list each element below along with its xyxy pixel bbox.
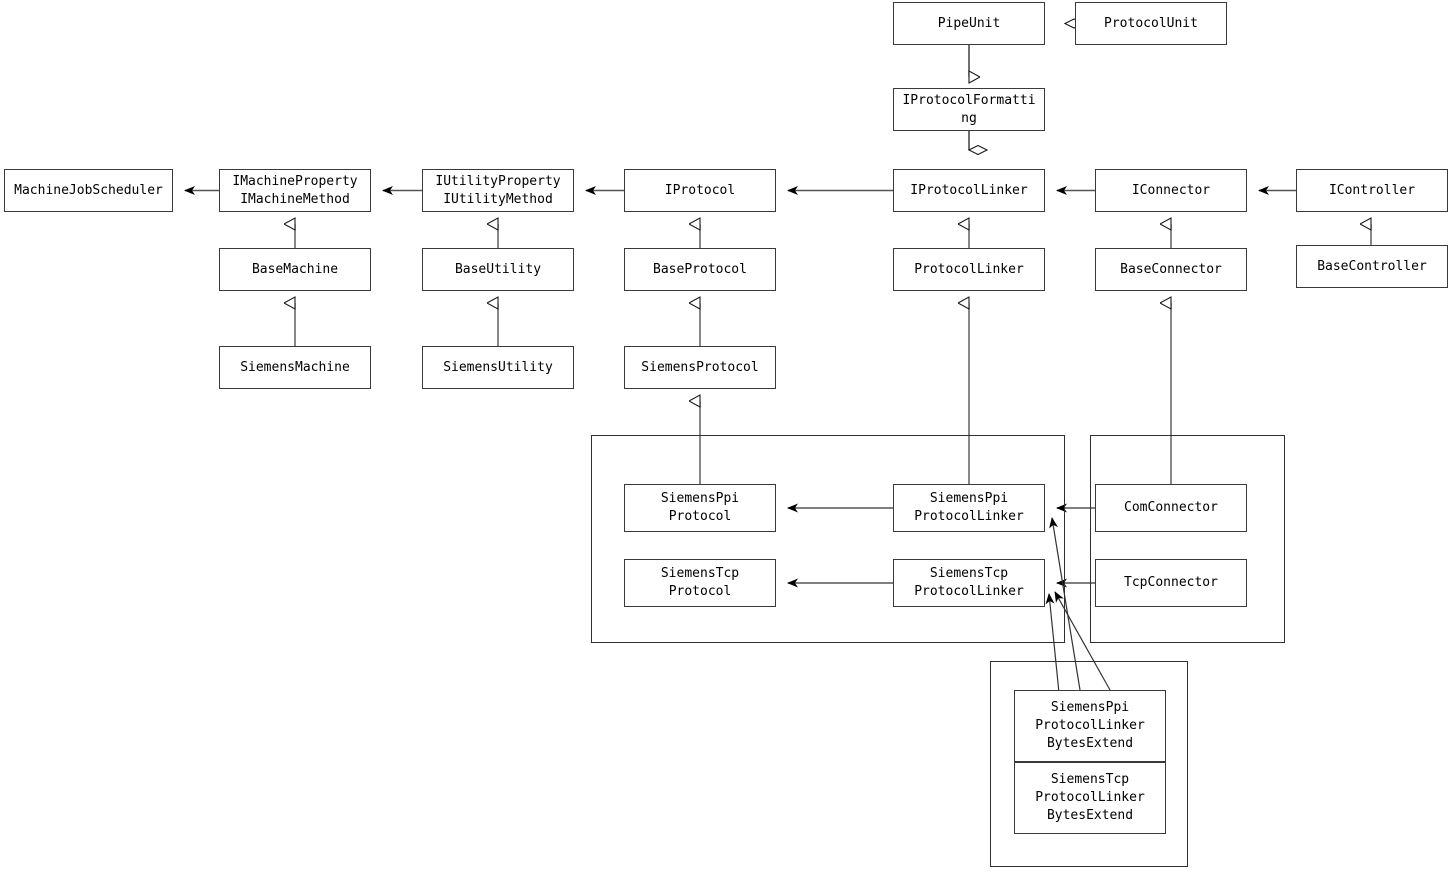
class-node-siemens-machine[interactable]: SiemensMachine xyxy=(219,346,371,389)
class-node-iprotocol[interactable]: IProtocol xyxy=(624,169,776,212)
class-label: SiemensMachine xyxy=(240,359,350,375)
class-label: SiemensProtocol xyxy=(641,359,759,375)
class-node-siemens-tcp-protocol[interactable]: SiemensTcp Protocol xyxy=(624,559,776,607)
class-node-siemens-protocol[interactable]: SiemensProtocol xyxy=(624,346,776,389)
class-node-tcp-connector[interactable]: TcpConnector xyxy=(1095,559,1247,607)
class-label: MachineJobScheduler xyxy=(14,182,163,198)
class-label: TcpConnector xyxy=(1124,575,1218,590)
group-connector-impl xyxy=(1090,435,1285,643)
class-label: ComConnector xyxy=(1124,500,1218,515)
class-label: IProtocol xyxy=(664,182,736,198)
class-label: BaseUtility xyxy=(454,261,542,277)
class-label: IController xyxy=(1328,182,1416,198)
class-label: IMachineProperty IMachineMethod xyxy=(232,173,358,207)
class-node-base-utility[interactable]: BaseUtility xyxy=(422,248,574,291)
class-node-icontroller[interactable]: IController xyxy=(1296,169,1448,212)
class-label: SiemensTcp ProtocolLinker BytesExtend xyxy=(1035,772,1145,823)
class-label: SiemensTcp ProtocolLinker xyxy=(914,566,1024,599)
class-node-protocol-unit[interactable]: ProtocolUnit xyxy=(1075,2,1227,45)
class-node-iprotocol-linker[interactable]: IProtocolLinker xyxy=(893,169,1045,212)
class-label: BaseMachine xyxy=(251,261,339,277)
class-node-com-connector[interactable]: ComConnector xyxy=(1095,484,1247,532)
class-label: ProtocolUnit xyxy=(1104,15,1198,31)
class-label: SiemensTcp Protocol xyxy=(660,566,740,599)
class-label: SiemensPpi Protocol xyxy=(660,491,740,524)
class-node-imachine[interactable]: IMachineProperty IMachineMethod xyxy=(219,169,371,212)
class-label: BaseProtocol xyxy=(653,261,747,277)
class-node-machine-job-scheduler[interactable]: MachineJobScheduler xyxy=(4,169,173,212)
class-node-base-protocol[interactable]: BaseProtocol xyxy=(624,248,776,291)
class-node-iprotocol-formatting[interactable]: IProtocolFormatti ng xyxy=(893,88,1045,131)
group-bytes-extend xyxy=(990,661,1188,867)
class-node-base-machine[interactable]: BaseMachine xyxy=(219,248,371,291)
class-node-iconnector[interactable]: IConnector xyxy=(1095,169,1247,212)
class-label: BaseConnector xyxy=(1120,261,1222,277)
class-node-siemens-tcp-protocol-linker-bytes-extend[interactable]: SiemensTcp ProtocolLinker BytesExtend xyxy=(1014,762,1166,834)
class-label: PipeUnit xyxy=(937,15,1001,31)
class-label: ProtocolLinker xyxy=(914,261,1024,277)
class-node-iutility[interactable]: IUtilityProperty IUtilityMethod xyxy=(422,169,574,212)
class-node-base-controller[interactable]: BaseController xyxy=(1296,245,1448,288)
class-node-siemens-utility[interactable]: SiemensUtility xyxy=(422,346,574,389)
class-label: BaseController xyxy=(1317,258,1427,274)
class-node-protocol-linker[interactable]: ProtocolLinker xyxy=(893,248,1045,291)
class-node-siemens-ppi-protocol-linker-bytes-extend[interactable]: SiemensPpi ProtocolLinker BytesExtend xyxy=(1014,690,1166,762)
class-label: IUtilityProperty IUtilityMethod xyxy=(435,173,561,207)
class-node-siemens-tcp-protocol-linker[interactable]: SiemensTcp ProtocolLinker xyxy=(893,559,1045,607)
class-node-pipe-unit[interactable]: PipeUnit xyxy=(893,2,1045,45)
class-node-siemens-ppi-protocol[interactable]: SiemensPpi Protocol xyxy=(624,484,776,532)
class-label: SiemensPpi ProtocolLinker BytesExtend xyxy=(1035,700,1145,751)
class-node-base-connector[interactable]: BaseConnector xyxy=(1095,248,1247,291)
class-node-siemens-ppi-protocol-linker[interactable]: SiemensPpi ProtocolLinker xyxy=(893,484,1045,532)
class-label: IProtocolLinker xyxy=(910,182,1028,198)
class-label: SiemensUtility xyxy=(443,359,553,375)
group-protocol-linker-impl xyxy=(591,435,1065,643)
class-label: IConnector xyxy=(1131,182,1211,198)
class-label: IProtocolFormatti ng xyxy=(902,92,1036,126)
class-label: SiemensPpi ProtocolLinker xyxy=(914,491,1024,524)
